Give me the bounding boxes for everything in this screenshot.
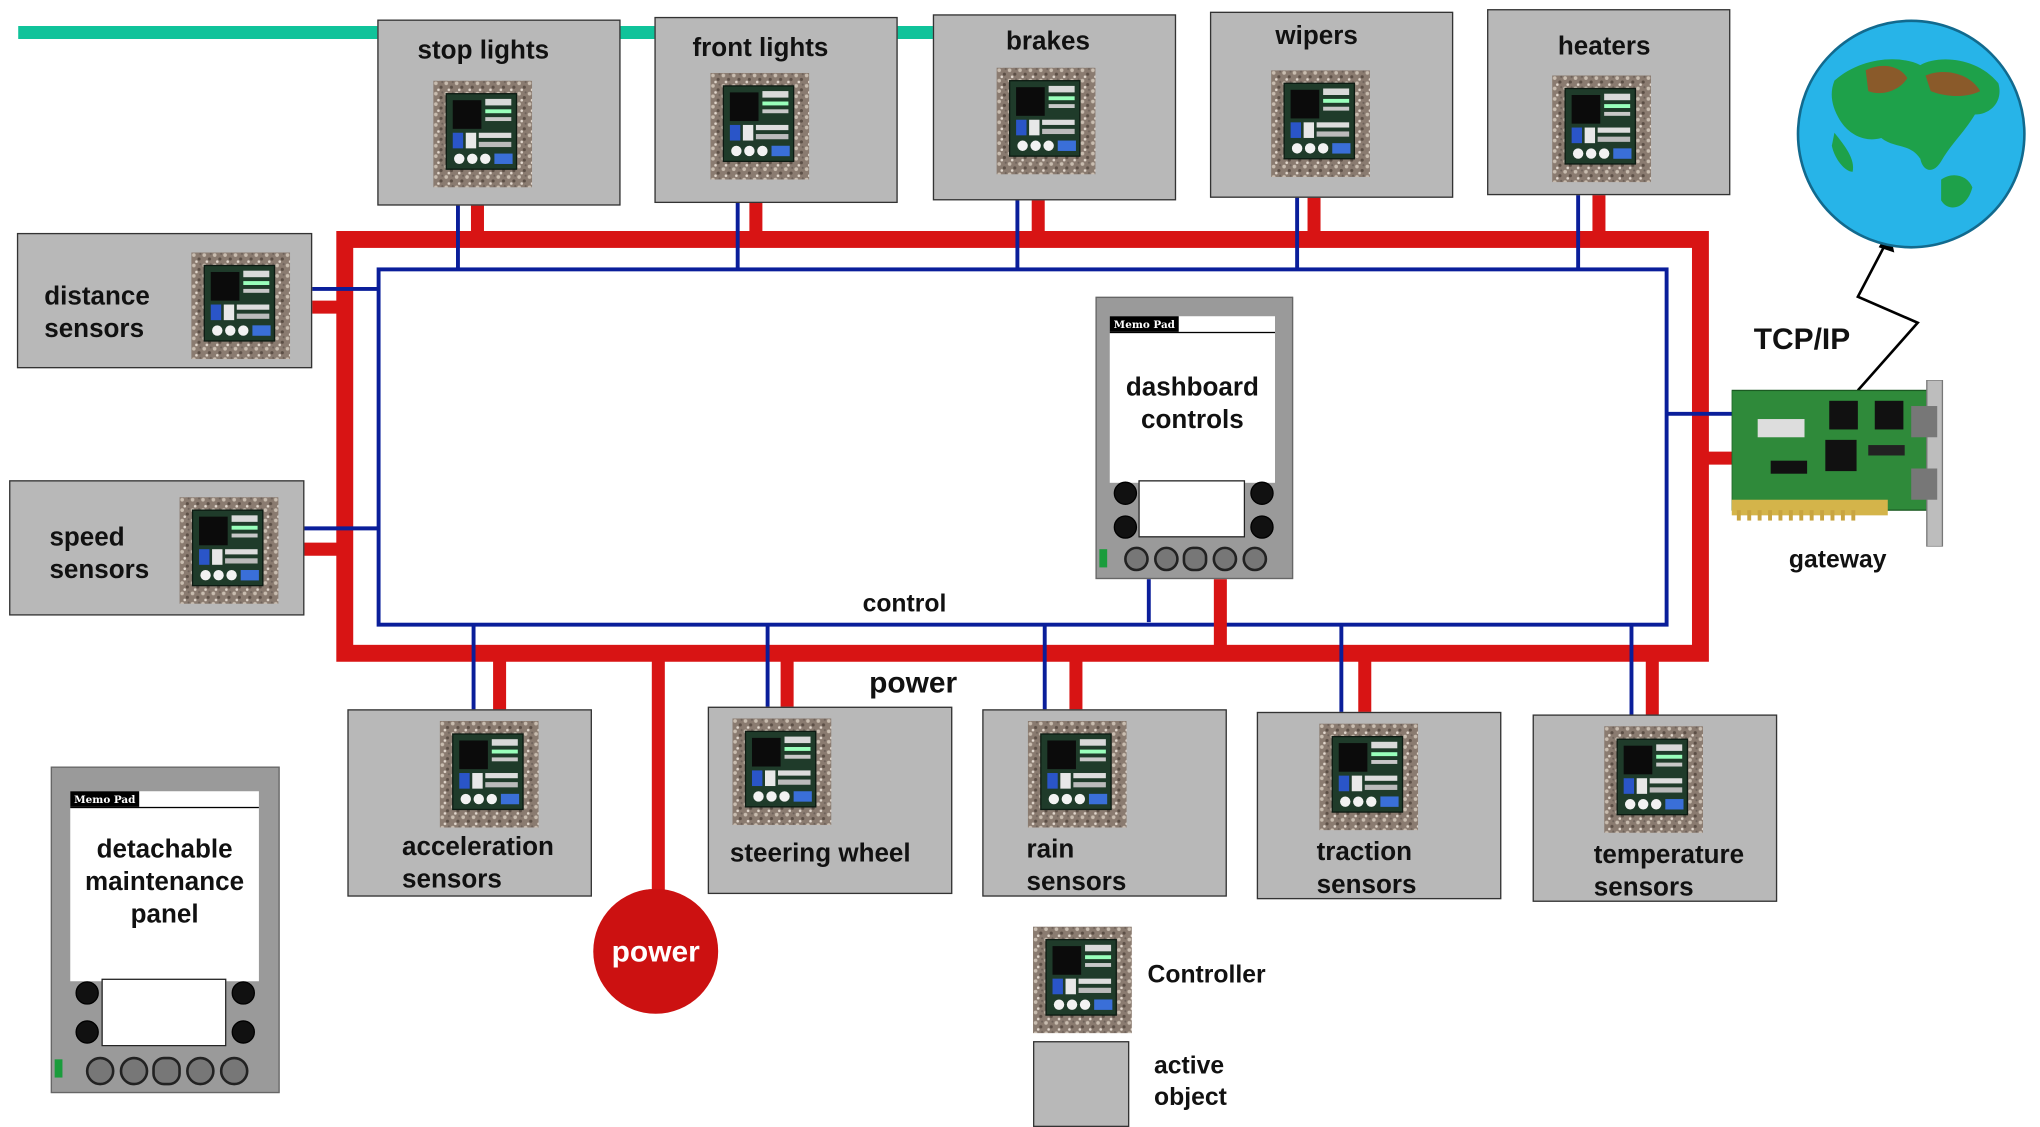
node-label-line2: sensors: [44, 314, 145, 344]
tcpip-label: TCP/IP: [1753, 321, 1851, 356]
power-bus: [336, 230, 1709, 662]
node-label-line1: rain: [1026, 835, 1075, 865]
power-source: power: [593, 888, 719, 1014]
node-front-lights: front lights: [654, 16, 898, 204]
node-steering-wheel: steering wheel: [707, 706, 953, 895]
power-led: [54, 1059, 63, 1078]
menu-icon: [1113, 515, 1138, 539]
node-distance-sensors: distance sensors: [16, 232, 313, 369]
node-traction-sensors: traction sensors: [1256, 711, 1502, 900]
node-label-line1: temperature: [1593, 840, 1745, 870]
pda-header: Memo Pad: [70, 791, 140, 807]
graffiti-pad: [1138, 480, 1246, 538]
pda-text-line1: dashboard: [1125, 373, 1259, 403]
pda-header: Memo Pad: [1109, 316, 1179, 332]
circuit-board-icon: [433, 81, 532, 188]
node-label: front lights: [692, 33, 829, 63]
tcpip-link: [1856, 241, 1920, 392]
node-label-line2: sensors: [1026, 868, 1127, 897]
node-label-line1: speed: [49, 523, 125, 552]
calc-icon: [1250, 481, 1274, 505]
legend-controller-label: Controller: [1147, 961, 1266, 990]
hw-button-scroll: [152, 1056, 181, 1086]
node-label-line2: sensors: [1593, 873, 1694, 902]
node-brakes: brakes: [932, 14, 1177, 201]
node-acceleration-sensors: acceleration sensors: [347, 709, 592, 897]
dashboard-controls-pda: Memo Pad dashboard controls: [1095, 296, 1294, 580]
node-label: brakes: [1006, 27, 1090, 56]
node-temperature-sensors: temperature sensors: [1532, 714, 1778, 902]
node-label-line1: distance: [44, 282, 150, 312]
node-stop-lights: stop lights: [377, 19, 621, 206]
hw-button-3: [186, 1056, 215, 1086]
circuit-board-icon: [1028, 721, 1127, 828]
home-icon: [75, 981, 99, 1005]
node-label-line2: sensors: [49, 555, 150, 585]
node-label: stop lights: [417, 36, 550, 66]
pda-text-line2: maintenance: [85, 868, 245, 897]
node-heaters: heaters: [1487, 9, 1731, 196]
circuit-board-icon: [710, 73, 809, 180]
hw-button-1: [1124, 546, 1149, 572]
hw-button-scroll: [1182, 546, 1208, 572]
node-rain-sensors: rain sensors: [982, 709, 1227, 897]
hw-button-1: [85, 1056, 115, 1086]
calc-icon: [231, 981, 255, 1005]
hw-button-4: [219, 1056, 249, 1086]
circuit-board-icon: [180, 497, 279, 604]
power-bus-label: power: [869, 665, 958, 699]
home-icon: [1113, 481, 1138, 505]
node-label-line2: sensors: [402, 865, 502, 895]
network-card-icon: [1731, 380, 1944, 547]
control-bus: [376, 267, 1669, 627]
maintenance-panel-pda: Memo Pad detachable maintenance panel: [50, 766, 280, 1094]
circuit-board-icon: [440, 721, 539, 828]
node-label-line2: sensors: [1316, 870, 1417, 900]
node-wipers: wipers: [1209, 11, 1454, 198]
node-label: heaters: [1557, 32, 1651, 62]
circuit-board-icon: [1319, 724, 1418, 831]
circuit-board-icon: [732, 718, 831, 825]
hw-button-3: [1212, 546, 1238, 572]
circuit-board-icon: [191, 252, 290, 359]
node-label-line1: traction: [1316, 838, 1413, 867]
legend-active-object-line2: object: [1154, 1084, 1227, 1112]
hw-button-4: [1242, 546, 1268, 572]
node-label-line1: steering wheel: [729, 839, 911, 869]
legend-active-object-swatch: [1033, 1041, 1130, 1127]
globe-icon: [1796, 19, 2026, 249]
legend-controller-icon: [1033, 927, 1132, 1034]
pda-text-line2: controls: [1141, 406, 1244, 435]
power-source-label: power: [611, 933, 700, 968]
find-icon: [1250, 515, 1274, 539]
graffiti-pad: [101, 978, 227, 1047]
gateway-label: gateway: [1788, 546, 1887, 574]
find-icon: [231, 1020, 255, 1044]
node-speed-sensors: speed sensors: [9, 480, 305, 616]
node-label: wipers: [1275, 22, 1358, 51]
node-label-line1: acceleration: [402, 832, 554, 862]
menu-icon: [75, 1020, 99, 1044]
pda-screen: Memo Pad: [1109, 316, 1275, 483]
pda-screen: Memo Pad: [70, 791, 259, 982]
circuit-board-icon: [1604, 726, 1703, 833]
legend-active-object-line1: active: [1154, 1052, 1225, 1081]
circuit-board-icon: [997, 68, 1096, 175]
pda-text-line1: detachable: [96, 835, 233, 865]
circuit-board-icon: [1552, 75, 1651, 182]
power-led: [1099, 549, 1108, 568]
hw-button-2: [119, 1056, 149, 1086]
hw-button-2: [1154, 546, 1179, 572]
pda-text-line3: panel: [130, 900, 199, 930]
control-bus-label: control: [862, 590, 947, 619]
circuit-board-icon: [1271, 70, 1370, 177]
